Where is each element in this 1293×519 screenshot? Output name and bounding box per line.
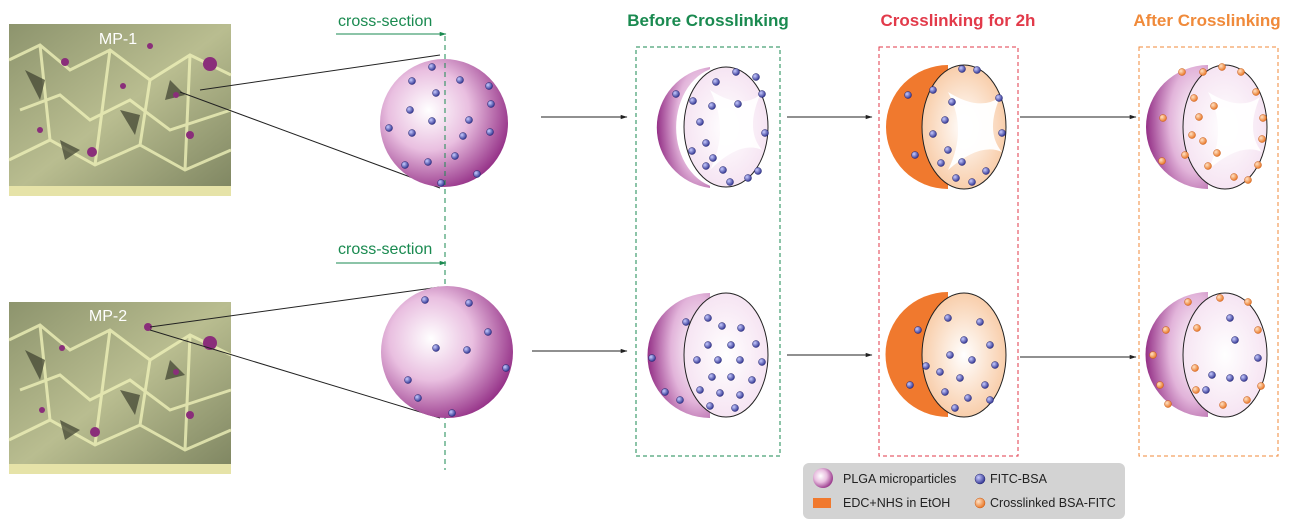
stage-panel [1138, 46, 1279, 457]
crosslinked-legend-icon [974, 497, 986, 509]
half-sphere-after-2 [1145, 292, 1268, 418]
stage-title-after: After Crosslinking [1133, 11, 1280, 30]
plga-sphere-2 [381, 286, 513, 418]
zoom-line [149, 329, 441, 419]
micrograph-mp1: MP-1 [8, 24, 232, 196]
micrograph-mp2: MP-2 [8, 302, 232, 474]
mp1-label: MP-1 [99, 31, 137, 48]
half-sphere-cross-2 [885, 292, 1007, 418]
half-sphere-after-1 [1146, 63, 1268, 190]
cross-section-label-1: cross-section [338, 13, 432, 30]
stage-panel [878, 46, 1019, 457]
mp2-label: MP-2 [89, 308, 127, 325]
half-sphere-before-1 [656, 66, 769, 188]
zoom-line [179, 91, 441, 189]
legend: PLGA microparticles FITC-BSA EDC+NHS in … [803, 463, 1125, 519]
stage-after: After Crosslinking [1133, 11, 1281, 457]
plga-legend-icon [813, 468, 833, 488]
half-sphere-cross-1 [886, 64, 1007, 190]
fitc-bsa-legend-icon [974, 473, 986, 485]
stage-title-crosslinking: Crosslinking for 2h [881, 11, 1036, 30]
edc-nhs-legend-icon [813, 498, 831, 508]
cross-section-label-2: cross-section [338, 241, 432, 258]
plga-sphere-1 [380, 59, 508, 187]
legend-plga: PLGA microparticles [843, 472, 956, 486]
stage-title-before: Before Crosslinking [627, 11, 789, 30]
legend-crosslinked: Crosslinked BSA-FITC [990, 496, 1116, 510]
zoom-line [149, 286, 441, 328]
legend-edc: EDC+NHS in EtOH [843, 496, 950, 510]
zoom-line [199, 54, 441, 91]
stage-crosslinking: Crosslinking for 2h [878, 11, 1036, 457]
stage-before: Before Crosslinking [627, 11, 789, 457]
legend-fitc: FITC-BSA [990, 472, 1048, 486]
half-sphere-before-2 [647, 292, 769, 418]
stage-panel [635, 46, 781, 457]
